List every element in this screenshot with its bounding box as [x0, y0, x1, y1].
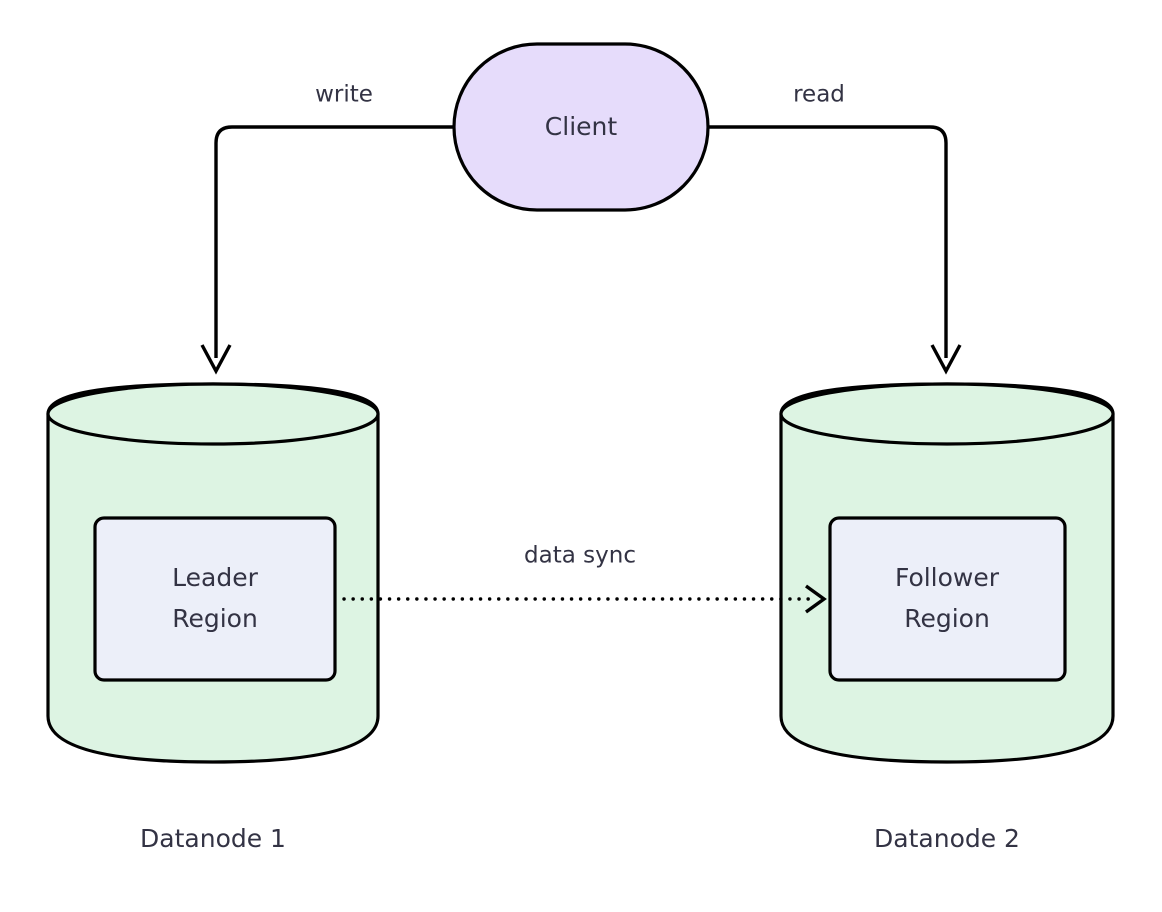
write-edge: write	[200, 82, 454, 375]
client-label: Client	[545, 112, 618, 141]
follower-region-label-line1: Follower	[895, 563, 1000, 592]
write-edge-line	[214, 125, 454, 358]
read-edge-arrowhead	[930, 344, 962, 375]
leader-region-label-line2: Region	[172, 604, 258, 633]
read-edge-label: read	[793, 82, 845, 108]
leader-region-node[interactable]: Leader Region	[93, 516, 337, 682]
write-edge-arrowhead	[200, 344, 232, 375]
data-sync-edge-arrowhead	[805, 584, 827, 614]
datanode-1-caption: Datanode 1	[140, 824, 286, 853]
follower-region-node[interactable]: Follower Region	[828, 516, 1067, 682]
read-edge-line	[708, 125, 948, 358]
leader-region-label-line1: Leader	[172, 563, 258, 592]
follower-region-box	[828, 516, 1067, 682]
read-edge: read	[708, 82, 962, 375]
write-edge-label: write	[315, 82, 373, 108]
data-sync-edge: data sync	[342, 543, 827, 614]
data-sync-edge-label: data sync	[524, 543, 636, 569]
datanode-1-node[interactable]: Leader Region Datanode 1	[46, 382, 380, 853]
leader-region-box	[93, 516, 337, 682]
client-shape	[452, 42, 710, 212]
datanode-1-cylinder-top	[46, 382, 380, 446]
datanode-2-node[interactable]: Follower Region Datanode 2	[779, 382, 1115, 853]
datanode-2-cylinder-top	[779, 382, 1115, 446]
datanode-2-caption: Datanode 2	[874, 824, 1020, 853]
follower-region-label-line2: Region	[904, 604, 990, 633]
client-node[interactable]: Client	[452, 42, 710, 212]
